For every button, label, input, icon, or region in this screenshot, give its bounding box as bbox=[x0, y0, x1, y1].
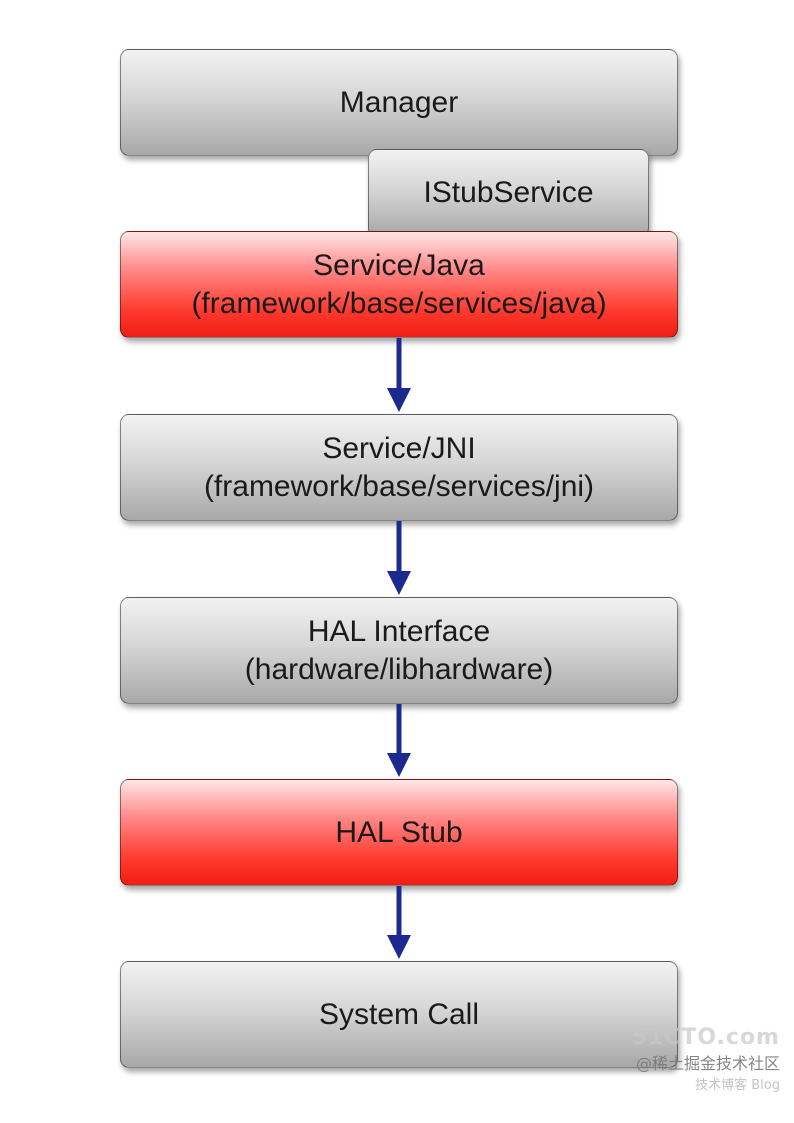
service-jni-path: (framework/base/services/jni) bbox=[203, 469, 595, 503]
service-jni-title: Service/JNI bbox=[322, 431, 476, 465]
service-java-path: (framework/base/services/java) bbox=[191, 286, 607, 320]
hal-stub-label: HAL Stub bbox=[335, 815, 463, 849]
system-call-label: System Call bbox=[318, 997, 480, 1031]
watermark-text: @稀土掘金技术社区 bbox=[635, 1054, 780, 1073]
arrow-jni-to-hal bbox=[387, 521, 411, 595]
service-java-box: Service/Java (framework/base/services/ja… bbox=[120, 231, 678, 338]
watermark-subtext: 技术博客 Blog bbox=[695, 1078, 780, 1093]
arrow-hal-to-stub bbox=[387, 704, 411, 777]
arrow-stub-to-syscall bbox=[387, 886, 411, 959]
hal-stub-box: HAL Stub bbox=[120, 779, 678, 886]
hal-interface-path: (hardware/libhardware) bbox=[244, 652, 554, 686]
system-call-box: System Call bbox=[120, 961, 678, 1068]
istubservice-box: IStubService bbox=[368, 149, 649, 237]
hal-interface-title: HAL Interface bbox=[307, 614, 491, 648]
manager-label: Manager bbox=[339, 85, 459, 119]
istubservice-label: IStubService bbox=[423, 176, 594, 209]
service-jni-box: Service/JNI (framework/base/services/jni… bbox=[120, 414, 678, 521]
arrow-java-to-jni bbox=[387, 338, 411, 412]
hal-interface-box: HAL Interface (hardware/libhardware) bbox=[120, 597, 678, 704]
manager-box: Manager bbox=[120, 49, 678, 156]
service-java-title: Service/Java bbox=[313, 248, 485, 282]
watermark: 51CTO.com @稀土掘金技术社区 技术博客 Blog bbox=[632, 1025, 780, 1093]
watermark-logo: 51CTO.com bbox=[631, 1025, 780, 1050]
